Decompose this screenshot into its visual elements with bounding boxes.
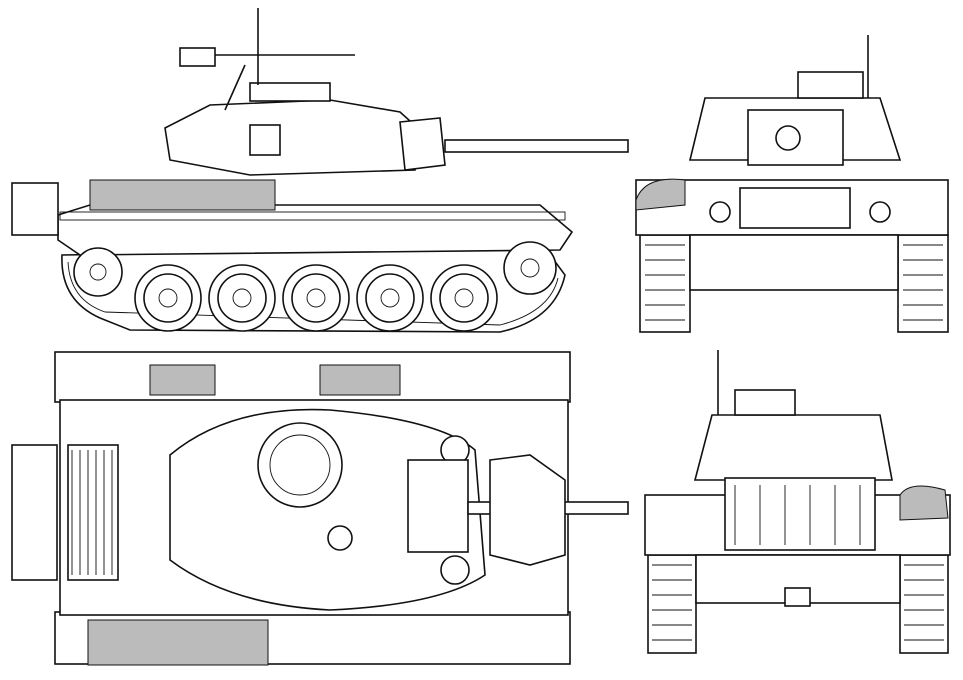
top-turret <box>169 408 486 611</box>
rear-right-track <box>899 554 949 654</box>
side-track <box>61 247 566 333</box>
top-left-track <box>54 351 571 403</box>
side-view <box>11 8 629 333</box>
front-view <box>635 35 949 333</box>
side-hull <box>57 204 574 256</box>
road-wheels <box>73 241 557 332</box>
rear-turret <box>693 414 893 481</box>
rear-view <box>644 350 951 654</box>
commander-cupola <box>257 422 343 508</box>
front-right-track <box>897 234 949 333</box>
front-left-track <box>639 234 691 333</box>
side-turret <box>164 99 421 176</box>
top-view <box>11 351 629 666</box>
gun-mantlet <box>399 117 446 171</box>
top-stowage-rolls <box>87 619 269 666</box>
rear-left-track <box>647 554 697 654</box>
stowage-rolls <box>89 179 276 211</box>
rear-stowage-box <box>11 182 59 236</box>
main-gun-barrel <box>444 139 629 153</box>
rear-stowage-rack <box>724 477 876 551</box>
front-gun-muzzle <box>775 125 801 151</box>
rear-grille <box>67 444 119 581</box>
